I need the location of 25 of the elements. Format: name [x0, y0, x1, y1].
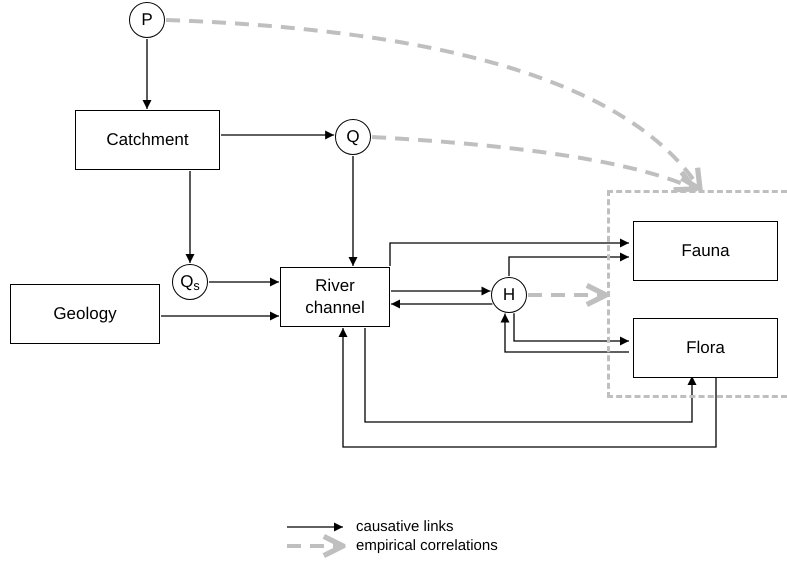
causal-arrow: [389, 238, 629, 266]
causal-arrow: [513, 313, 629, 346]
causal-arrow: [186, 171, 194, 263]
process-box: Flora: [633, 318, 778, 378]
causal-arrow: [221, 130, 334, 140]
causal-arrow: [364, 328, 696, 423]
causal-arrow: [391, 300, 492, 308]
legend-text: empirical correlations: [356, 537, 498, 555]
causal-arrow: [142, 39, 152, 109]
legend-text: causative links: [356, 518, 454, 536]
correlation-arrow: [166, 18, 703, 192]
process-box: River channel: [280, 267, 390, 327]
correlation-arrow: [528, 282, 609, 308]
dashed-group-box: [607, 190, 787, 398]
causal-arrow: [348, 156, 358, 266]
causal-arrow: [391, 286, 490, 296]
process-box: Geology: [10, 284, 160, 344]
causal-arrow: [209, 278, 279, 286]
correlation-arrow: [372, 135, 698, 194]
causal-arrow: [161, 312, 279, 320]
causal-arrow: [500, 314, 629, 353]
causal-arrow: [338, 328, 717, 448]
causal-arrow: [508, 252, 629, 276]
process-box: Fauna: [633, 221, 778, 281]
process-box: Catchment: [75, 110, 220, 170]
